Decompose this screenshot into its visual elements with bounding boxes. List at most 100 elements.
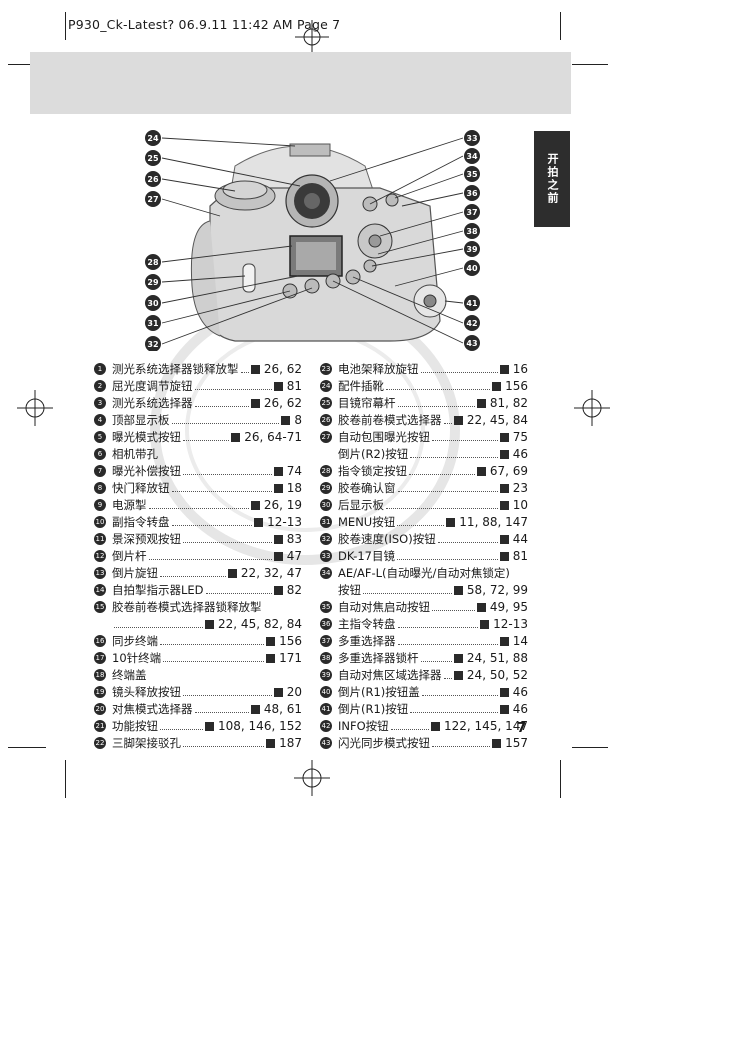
page-reference-icon <box>499 433 509 442</box>
item-number-badge: 11 <box>94 533 106 545</box>
item-label: 对焦模式选择器 <box>112 702 193 716</box>
item-number-badge: 10 <box>94 516 106 528</box>
callout-39: 39 <box>466 245 478 254</box>
leader-dots <box>396 559 498 560</box>
item-number-badge: 40 <box>320 686 332 698</box>
camera-back-illustration: 24 25 26 27 28 29 30 31 32 33 34 35 36 3… <box>145 130 480 351</box>
item-label: 10针终端 <box>112 651 162 665</box>
item-label: 胶卷速度(ISO)按钮 <box>338 532 436 546</box>
item-label: 景深预观按钮 <box>112 532 181 546</box>
item-number-badge: 15 <box>94 601 106 613</box>
leader-dots <box>160 576 226 577</box>
item-label: 按钮 <box>338 583 361 597</box>
leader-dots <box>386 389 491 390</box>
leader-dots <box>160 644 265 645</box>
page-reference-icon <box>250 705 260 714</box>
item-number-badge: 30 <box>320 499 332 511</box>
item-pages: 74 <box>286 464 302 478</box>
item-number-badge: 29 <box>320 482 332 494</box>
leader-dots <box>183 695 272 696</box>
page-reference-icon <box>480 620 490 629</box>
item-label: 曝光补偿按钮 <box>112 464 181 478</box>
item-pages: 156 <box>505 379 528 393</box>
page-reference-icon <box>476 399 486 408</box>
item-label: INFO按钮 <box>338 719 389 733</box>
item-number-badge: 13 <box>94 567 106 579</box>
item-pages: 12-13 <box>493 617 528 631</box>
leader-dots <box>171 423 280 424</box>
page-number: 7 <box>517 721 527 736</box>
item-pages: 81 <box>512 549 528 563</box>
item-number-badge: 26 <box>320 414 332 426</box>
leader-dots <box>397 491 498 492</box>
callout-38: 38 <box>466 227 478 236</box>
page-reference-icon <box>273 484 283 493</box>
item-line: 终端盖 <box>112 667 302 684</box>
registration-mark <box>17 390 53 426</box>
item-number-badge: 28 <box>320 465 332 477</box>
item-number-badge: 41 <box>320 703 332 715</box>
crop-mark <box>572 64 608 65</box>
item-label: 测光系统选择器锁释放掣 <box>112 362 239 376</box>
page-reference-icon <box>499 637 509 646</box>
item-label: 电池架释放旋钮 <box>338 362 419 376</box>
leader-dots <box>432 610 475 611</box>
header-band <box>30 52 571 114</box>
page-reference-icon <box>446 518 456 527</box>
page-reference-icon <box>499 484 509 493</box>
callout-31: 31 <box>147 319 159 328</box>
page-reference-icon <box>492 739 502 748</box>
section-tab-label: 开拍之前 <box>546 153 559 205</box>
leader-dots <box>148 559 272 560</box>
item-number-badge: 1 <box>94 363 106 375</box>
leader-dots <box>432 440 498 441</box>
page-reference-icon <box>205 722 215 731</box>
leader-dots <box>390 729 430 730</box>
item-label: 顶部显示板 <box>112 413 170 427</box>
page-reference-icon <box>266 739 276 748</box>
page-reference-icon <box>250 501 260 510</box>
leader-dots <box>194 712 249 713</box>
page-reference-icon <box>453 416 463 425</box>
item-pages: 22, 45, 84 <box>466 413 528 427</box>
callout-42: 42 <box>466 319 477 328</box>
item-label: MENU按钮 <box>338 515 396 529</box>
item-label: 多重选择器 <box>338 634 396 648</box>
item-pages: 22, 32, 47 <box>240 566 302 580</box>
item-pages: 67, 69 <box>489 464 528 478</box>
item-line: 曝光补偿按钮 74 <box>112 463 302 480</box>
leader-dots <box>437 542 498 543</box>
page-reference-icon <box>205 620 215 629</box>
registration-mark <box>294 760 330 796</box>
leader-dots <box>183 440 230 441</box>
item-number-badge: 43 <box>320 737 332 749</box>
leader-dots <box>420 372 498 373</box>
item-label: 胶卷确认窗 <box>338 481 396 495</box>
item-number-badge: 27 <box>320 431 332 443</box>
